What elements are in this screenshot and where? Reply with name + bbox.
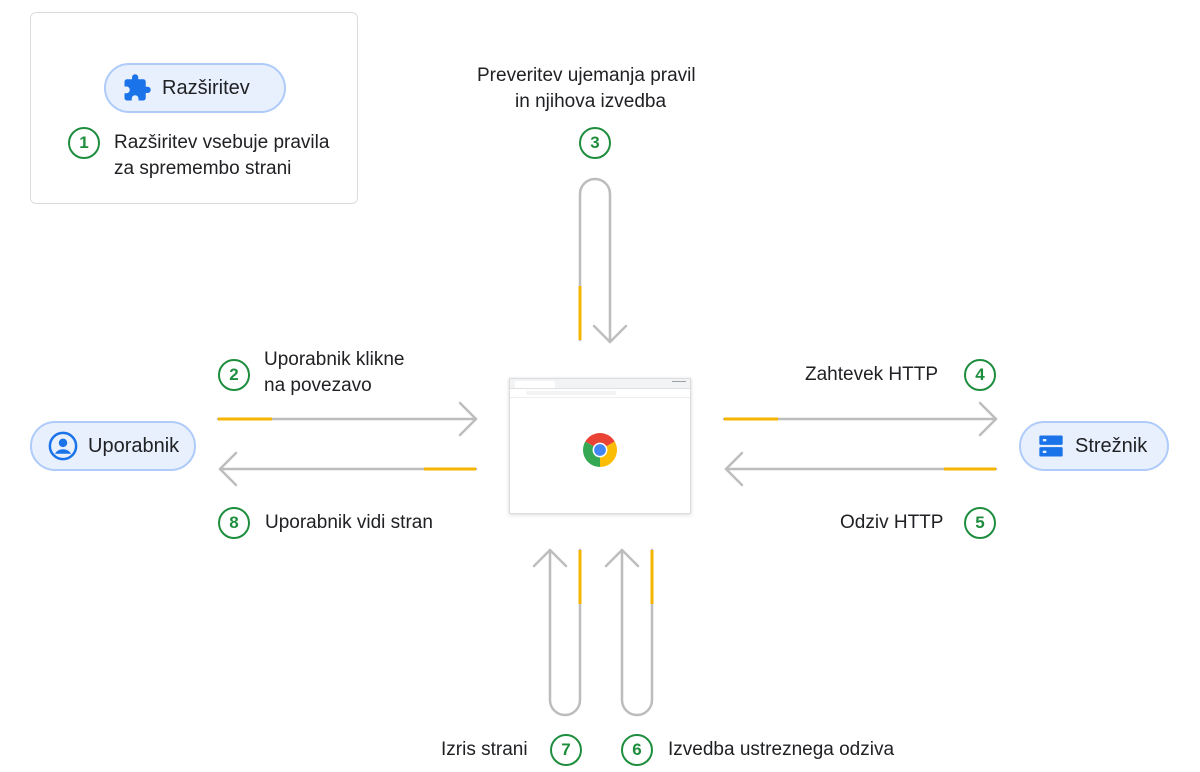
arrow-render (548, 548, 582, 717)
step-3-text-line1: Preveritev ujemanja pravil (477, 65, 696, 86)
arrow-render-head (532, 548, 568, 568)
extension-pill: Razširitev (104, 63, 286, 113)
arrow-rule-check-head (592, 324, 628, 344)
arrow-execute-response (620, 548, 654, 717)
arrow-http-request-head (978, 401, 998, 437)
step-2-text-line1: Uporabnik klikne (264, 349, 405, 370)
browser-window (509, 378, 691, 514)
arrow-execute-response-head (604, 548, 640, 568)
arrow-rule-check (578, 177, 612, 344)
account-circle-icon (48, 431, 78, 461)
browser-address-bar (510, 389, 690, 398)
step-7-badge: 7 (550, 734, 582, 766)
step-1-text-line2: za spremembo strani (114, 158, 292, 179)
chrome-logo (583, 433, 617, 467)
step-8-text: Uporabnik vidi stran (265, 512, 433, 533)
user-pill: Uporabnik (30, 421, 196, 471)
step-6-badge: 6 (621, 734, 653, 766)
step-4-badge: 4 (964, 359, 996, 391)
step-5-text: Odziv HTTP (840, 512, 944, 533)
step-8-badge: 8 (218, 507, 250, 539)
extension-label: Razširitev (162, 76, 250, 99)
step-1-badge: 1 (68, 127, 100, 159)
puzzle-icon (122, 73, 152, 103)
step-2-badge: 2 (218, 359, 250, 391)
step-4-text: Zahtevek HTTP (805, 364, 939, 385)
step-3-text-line2: in njihova izvedba (515, 91, 667, 112)
browser-tab-bar (510, 379, 690, 389)
step-6-text: Izvedba ustreznega odziva (668, 739, 895, 760)
step-3-badge: 3 (579, 127, 611, 159)
arrow-user-sees-head (218, 451, 238, 487)
step-2-text-line2: na povezavo (264, 375, 372, 396)
server-pill: Strežnik (1019, 421, 1169, 471)
arrow-http-response-head (724, 451, 744, 487)
server-label: Strežnik (1075, 434, 1148, 457)
user-label: Uporabnik (88, 434, 180, 457)
step-1-text-line1: Razširitev vsebuje pravila (114, 132, 330, 153)
step-5-badge: 5 (964, 507, 996, 539)
server-icon (1037, 432, 1065, 460)
arrow-user-click-head (458, 401, 478, 437)
step-7-text: Izris strani (441, 739, 528, 760)
